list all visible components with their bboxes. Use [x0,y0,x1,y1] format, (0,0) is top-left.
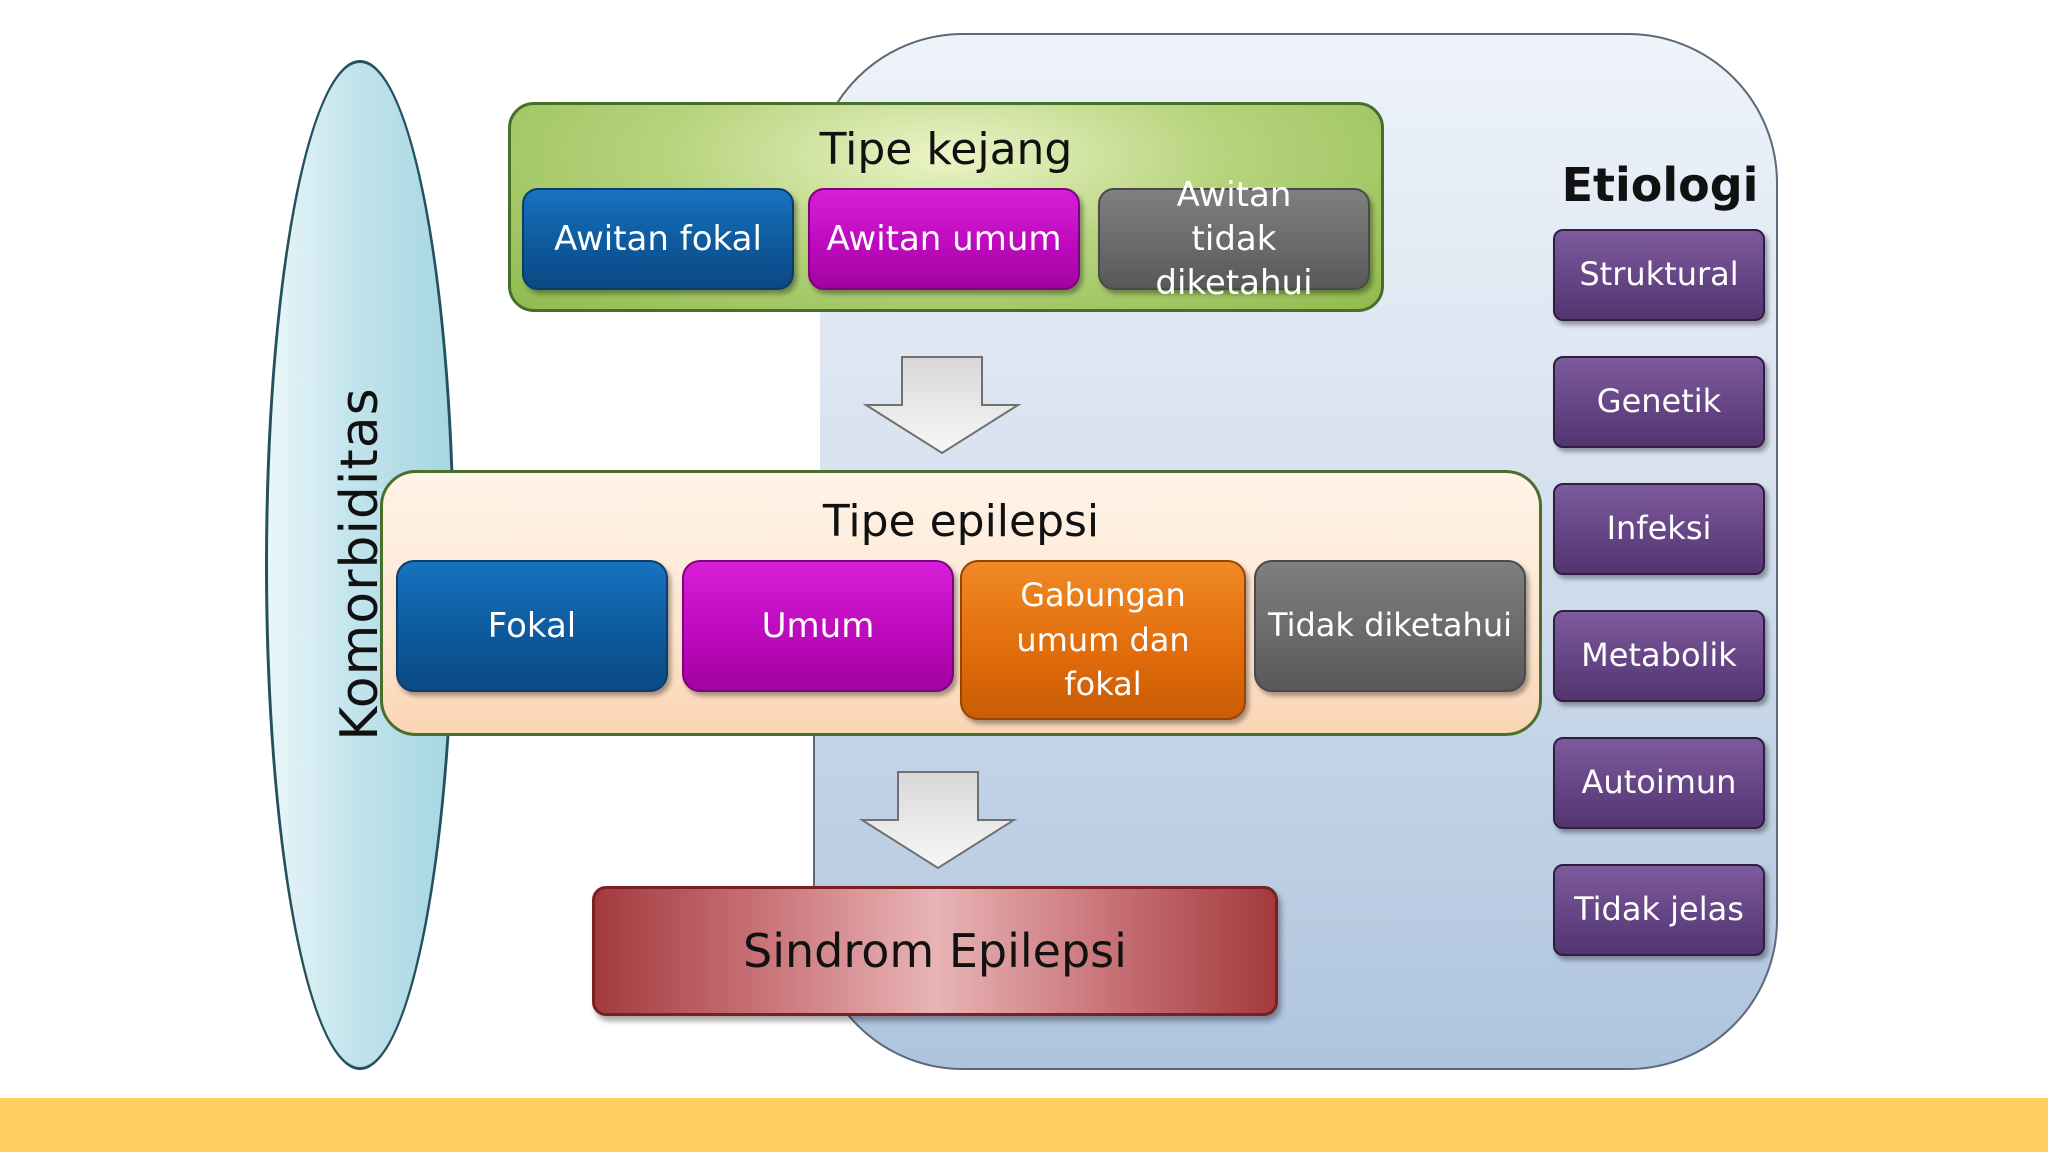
arrow-down-icon [858,771,1018,870]
epilepsi-tidak-diketahui: Tidak diketahui [1254,560,1526,692]
sindrom-epilepsi-box: Sindrom Epilepsi [592,886,1278,1016]
kejang-awitan-umum: Awitan umum [808,188,1080,290]
epilepsi-gabungan: Gabungan umum dan fokal [960,560,1246,720]
etiologi-title: Etiologi [1561,158,1759,212]
kejang-awitan-tidak-diketahui: Awitan tidak diketahui [1098,175,1370,303]
epilepsi-umum: Umum [682,560,954,692]
etiologi-metabolik: Metabolik [1553,610,1765,702]
epilepsi-fokal: Fokal [396,560,668,692]
tipe-epilepsi-title: Tipe epilepsi [822,495,1100,547]
etiologi-genetik: Genetik [1553,356,1765,448]
etiologi-struktural: Struktural [1553,229,1765,321]
etiologi-autoimun: Autoimun [1553,737,1765,829]
bottom-band [0,1098,2048,1152]
kejang-awitan-fokal: Awitan fokal [522,188,794,290]
arrow-down-icon [862,356,1022,455]
tipe-kejang-title: Tipe kejang [819,123,1073,175]
etiologi-tidak-jelas: Tidak jelas [1553,864,1765,956]
etiologi-infeksi: Infeksi [1553,483,1765,575]
